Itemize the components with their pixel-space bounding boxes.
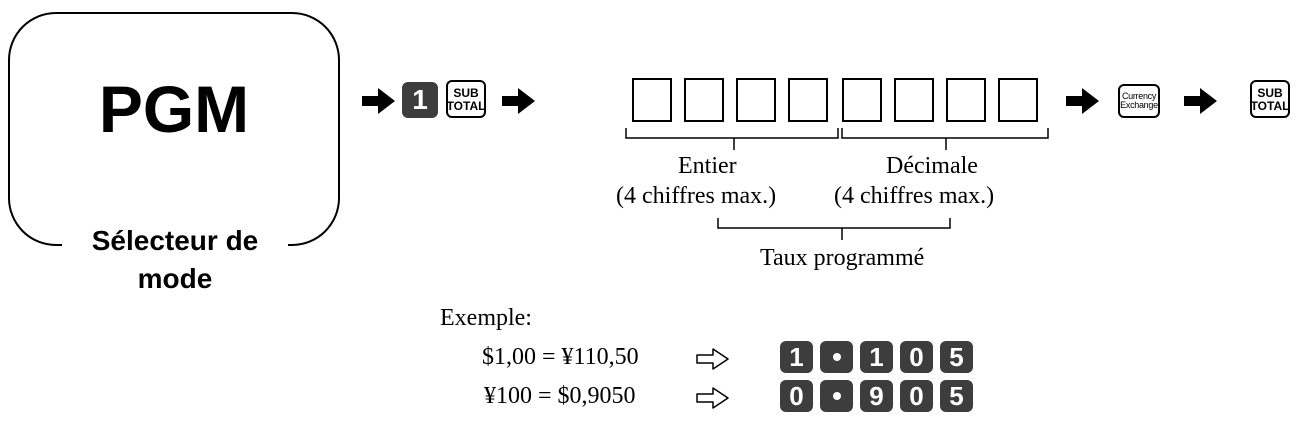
example-equation-2: ¥100 = $0,9050 [484, 383, 636, 409]
currency-exchange-key: Currency Exchange [1118, 84, 1160, 118]
integer-label: Entier [678, 153, 737, 179]
example-key: 1 [780, 341, 813, 373]
rate-label: Taux programmé [760, 245, 925, 271]
mode-selector-caption: Sélecteur de mode [62, 222, 288, 298]
digit-box [998, 78, 1038, 122]
example-equation-1: $1,00 = ¥110,50 [482, 344, 639, 370]
mode-caption-line1: Sélecteur de [91, 225, 259, 256]
example-key: 1 [860, 341, 893, 373]
example-key: 0 [900, 341, 933, 373]
mode-caption-line2: mode [137, 263, 213, 294]
digit-box [684, 78, 724, 122]
outline-arrow-right-icon [696, 348, 729, 370]
digit-box [736, 78, 776, 122]
arrow-right-icon [1066, 88, 1099, 114]
arrow-right-icon [502, 88, 535, 114]
arrow-right-icon [362, 88, 395, 114]
example-key: 5 [940, 341, 973, 373]
digit-box [894, 78, 934, 122]
digit-box [842, 78, 882, 122]
example-key-decimal-point [820, 380, 853, 412]
key-1: 1 [402, 82, 438, 118]
decimal-label: Décimale [886, 153, 978, 179]
outline-arrow-right-icon [696, 387, 729, 409]
bracket-lines [625, 128, 1049, 240]
digit-box [788, 78, 828, 122]
example-key: 0 [900, 380, 933, 412]
decimal-note: (4 chiffres max.) [834, 183, 995, 209]
digit-box [632, 78, 672, 122]
digit-box [946, 78, 986, 122]
integer-note: (4 chiffres max.) [616, 183, 777, 209]
example-key: 5 [940, 380, 973, 412]
example-title: Exemple: [440, 305, 532, 331]
example-key: 9 [860, 380, 893, 412]
subtotal-key: SUB TOTAL [1250, 80, 1290, 118]
example-key-decimal-point [820, 341, 853, 373]
mode-selector-value: PGM [98, 72, 250, 146]
arrow-right-icon [1184, 88, 1217, 114]
subtotal-key: SUB TOTAL [446, 80, 486, 118]
example-key: 0 [780, 380, 813, 412]
